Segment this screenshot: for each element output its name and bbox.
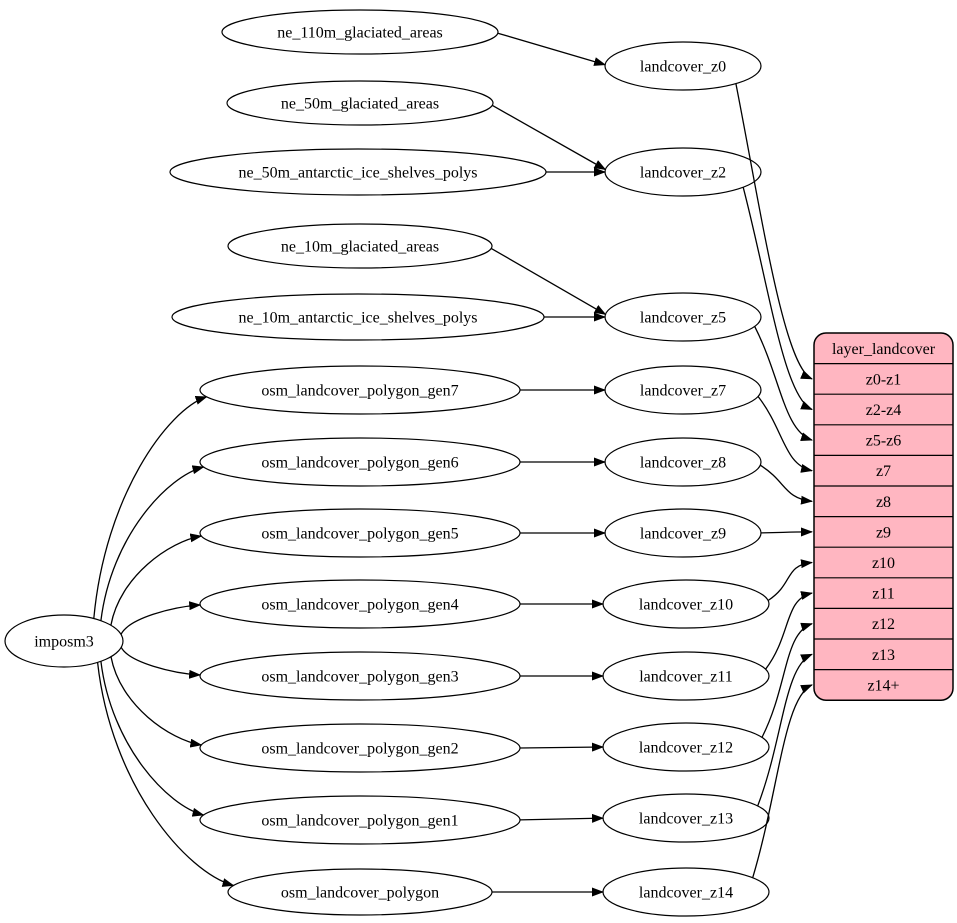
node-label: ne_10m_antarctic_ice_shelves_polys: [238, 310, 477, 327]
node-ne-10m-antarctic-ice-shelves-polys: ne_10m_antarctic_ice_shelves_polys: [171, 293, 545, 341]
edge-imposm3-to-osm-landcover-polygon-gen5: [110, 533, 203, 626]
node-label: osm_landcover_polygon_gen7: [261, 383, 458, 400]
node-landcover-z8: landcover_z8: [604, 437, 762, 487]
node-label: osm_landcover_polygon_gen1: [261, 813, 458, 830]
node-imposm3: imposm3: [4, 614, 124, 668]
node-landcover-z7: landcover_z7: [604, 365, 762, 415]
node-osm-landcover-polygon-gen4: osm_landcover_polygon_gen4: [199, 579, 521, 629]
edge-osm-landcover-polygon-gen1-to-landcover-z13: [519, 813, 604, 823]
table-row-label: z9: [876, 524, 891, 541]
node-label: osm_landcover_polygon_gen2: [261, 741, 458, 758]
node-label: landcover_z12: [639, 740, 733, 757]
node-label: landcover_z9: [640, 526, 726, 543]
node-ellipse: [227, 223, 493, 269]
node-label: osm_landcover_polygon_gen6: [261, 455, 458, 472]
node-landcover-z13: landcover_z13: [602, 793, 770, 843]
node-osm-landcover-polygon-gen6: osm_landcover_polygon_gen6: [199, 437, 521, 487]
node-landcover-z2: landcover_z2: [604, 147, 762, 197]
node-label: landcover_z10: [639, 597, 733, 614]
node-landcover-z5: landcover_z5: [604, 292, 762, 342]
edge-imposm3-to-osm-landcover-polygon-gen1: [100, 661, 205, 817]
node-landcover-z10: landcover_z10: [602, 579, 770, 629]
edge-landcover-z12-to-z12: [761, 622, 813, 738]
node-osm-landcover-polygon-gen1: osm_landcover_polygon_gen1: [199, 795, 521, 845]
table-row-label: z0-z1: [866, 371, 902, 388]
node-ellipse: [604, 41, 762, 91]
node-label: osm_landcover_polygon_gen5: [261, 526, 458, 543]
table-row-label: z7: [876, 463, 891, 480]
node-label: landcover_z5: [640, 310, 726, 327]
node-label: landcover_z8: [640, 455, 726, 472]
node-label: osm_landcover_polygon: [281, 885, 439, 902]
node-ellipse: [199, 795, 521, 845]
table-layer-landcover: layer_landcover z0-z1 z2-z4 z5-z6 z7 z8 z9 z10 z…: [813, 332, 954, 701]
node-landcover-z12: landcover_z12: [602, 722, 770, 772]
edge-landcover-z2-to-z2-z4: [742, 187, 813, 411]
edge-ne-10m-glaciated-areas-to-landcover-z5: [490, 247, 607, 315]
edge-landcover-z7-to-z7: [757, 396, 813, 473]
node-label: landcover_z2: [640, 165, 726, 182]
node-label: ne_50m_antarctic_ice_shelves_polys: [238, 165, 477, 182]
node-label: ne_50m_glaciated_areas: [281, 96, 439, 113]
node-label: ne_10m_glaciated_areas: [281, 239, 439, 256]
edge-imposm3-to-osm-landcover-polygon-gen7: [93, 396, 208, 619]
node-osm-landcover-polygon-gen7: osm_landcover_polygon_gen7: [199, 365, 521, 415]
node-osm-landcover-polygon-gen3: osm_landcover_polygon_gen3: [199, 651, 521, 701]
edge-landcover-z5-to-z5-z6: [754, 326, 813, 441]
node-label: osm_landcover_polygon_gen3: [261, 669, 458, 686]
table-row-label: z12: [872, 616, 895, 633]
edge-landcover-z14-to-z14: [752, 684, 813, 878]
node-osm-landcover-polygon: osm_landcover_polygon: [227, 868, 493, 916]
node-ne-110m-glaciated-areas: ne_110m_glaciated_areas: [221, 9, 499, 55]
edge-landcover-z9-to-z9: [760, 527, 813, 537]
table-row-label: z8: [876, 494, 891, 511]
edge-imposm3-to-osm-landcover-polygon-gen6: [100, 465, 205, 621]
edge-imposm3-to-osm-landcover-polygon-gen2: [110, 656, 203, 748]
node-ellipse: [4, 614, 124, 668]
node-ne-50m-antarctic-ice-shelves-polys: ne_50m_antarctic_ice_shelves_polys: [169, 148, 547, 196]
node-osm-landcover-polygon-gen5: osm_landcover_polygon_gen5: [199, 508, 521, 558]
node-label: landcover_z14: [639, 885, 733, 902]
node-label: landcover_z11: [639, 669, 733, 686]
node-ellipse: [221, 9, 499, 55]
edge-imposm3-to-osm-landcover-polygon-gen3: [120, 646, 202, 679]
node-label: landcover_z7: [640, 383, 726, 400]
table-row-label: z11: [872, 586, 895, 603]
node-label: imposm3: [34, 634, 94, 651]
table-title: layer_landcover: [832, 341, 936, 358]
node-label: landcover_z0: [640, 59, 726, 76]
table-row-label: z5-z6: [866, 433, 902, 450]
edge-landcover-z0-to-z0-z1: [735, 83, 813, 380]
node-label: osm_landcover_polygon_gen4: [261, 597, 458, 614]
edge-osm-landcover-polygon-gen2-to-landcover-z12: [519, 742, 604, 752]
table-row-label: z14+: [867, 677, 899, 694]
node-ne-50m-glaciated-areas: ne_50m_glaciated_areas: [226, 80, 494, 126]
edge-imposm3-to-osm-landcover-polygon: [96, 662, 235, 887]
node-landcover-z14: landcover_z14: [602, 867, 770, 917]
edge-landcover-z10-to-z10: [767, 559, 813, 602]
node-landcover-z0: landcover_z0: [604, 41, 762, 91]
edge-landcover-z11-to-z11: [765, 591, 813, 670]
node-label: landcover_z13: [639, 811, 733, 828]
node-ne-10m-glaciated-areas: ne_10m_glaciated_areas: [227, 223, 493, 269]
node-landcover-z9: landcover_z9: [604, 508, 762, 558]
table-row-label: z10: [872, 555, 895, 572]
edge-landcover-z8-to-z8: [759, 464, 813, 505]
node-label: ne_110m_glaciated_areas: [277, 25, 443, 42]
edge-landcover-z13-to-z13: [757, 653, 813, 807]
node-osm-landcover-polygon-gen2: osm_landcover_polygon_gen2: [199, 723, 521, 773]
node-landcover-z11: landcover_z11: [602, 651, 770, 701]
edge-imposm3-to-osm-landcover-polygon-gen4: [120, 601, 202, 635]
edge-ne-50m-glaciated-areas-to-landcover-z2: [491, 104, 607, 171]
node-ellipse: [226, 80, 494, 126]
table-row-label: z2-z4: [866, 402, 902, 419]
edge-ne-110m-glaciated-areas-to-landcover-z0: [497, 32, 607, 66]
table-row-label: z13: [872, 647, 895, 664]
